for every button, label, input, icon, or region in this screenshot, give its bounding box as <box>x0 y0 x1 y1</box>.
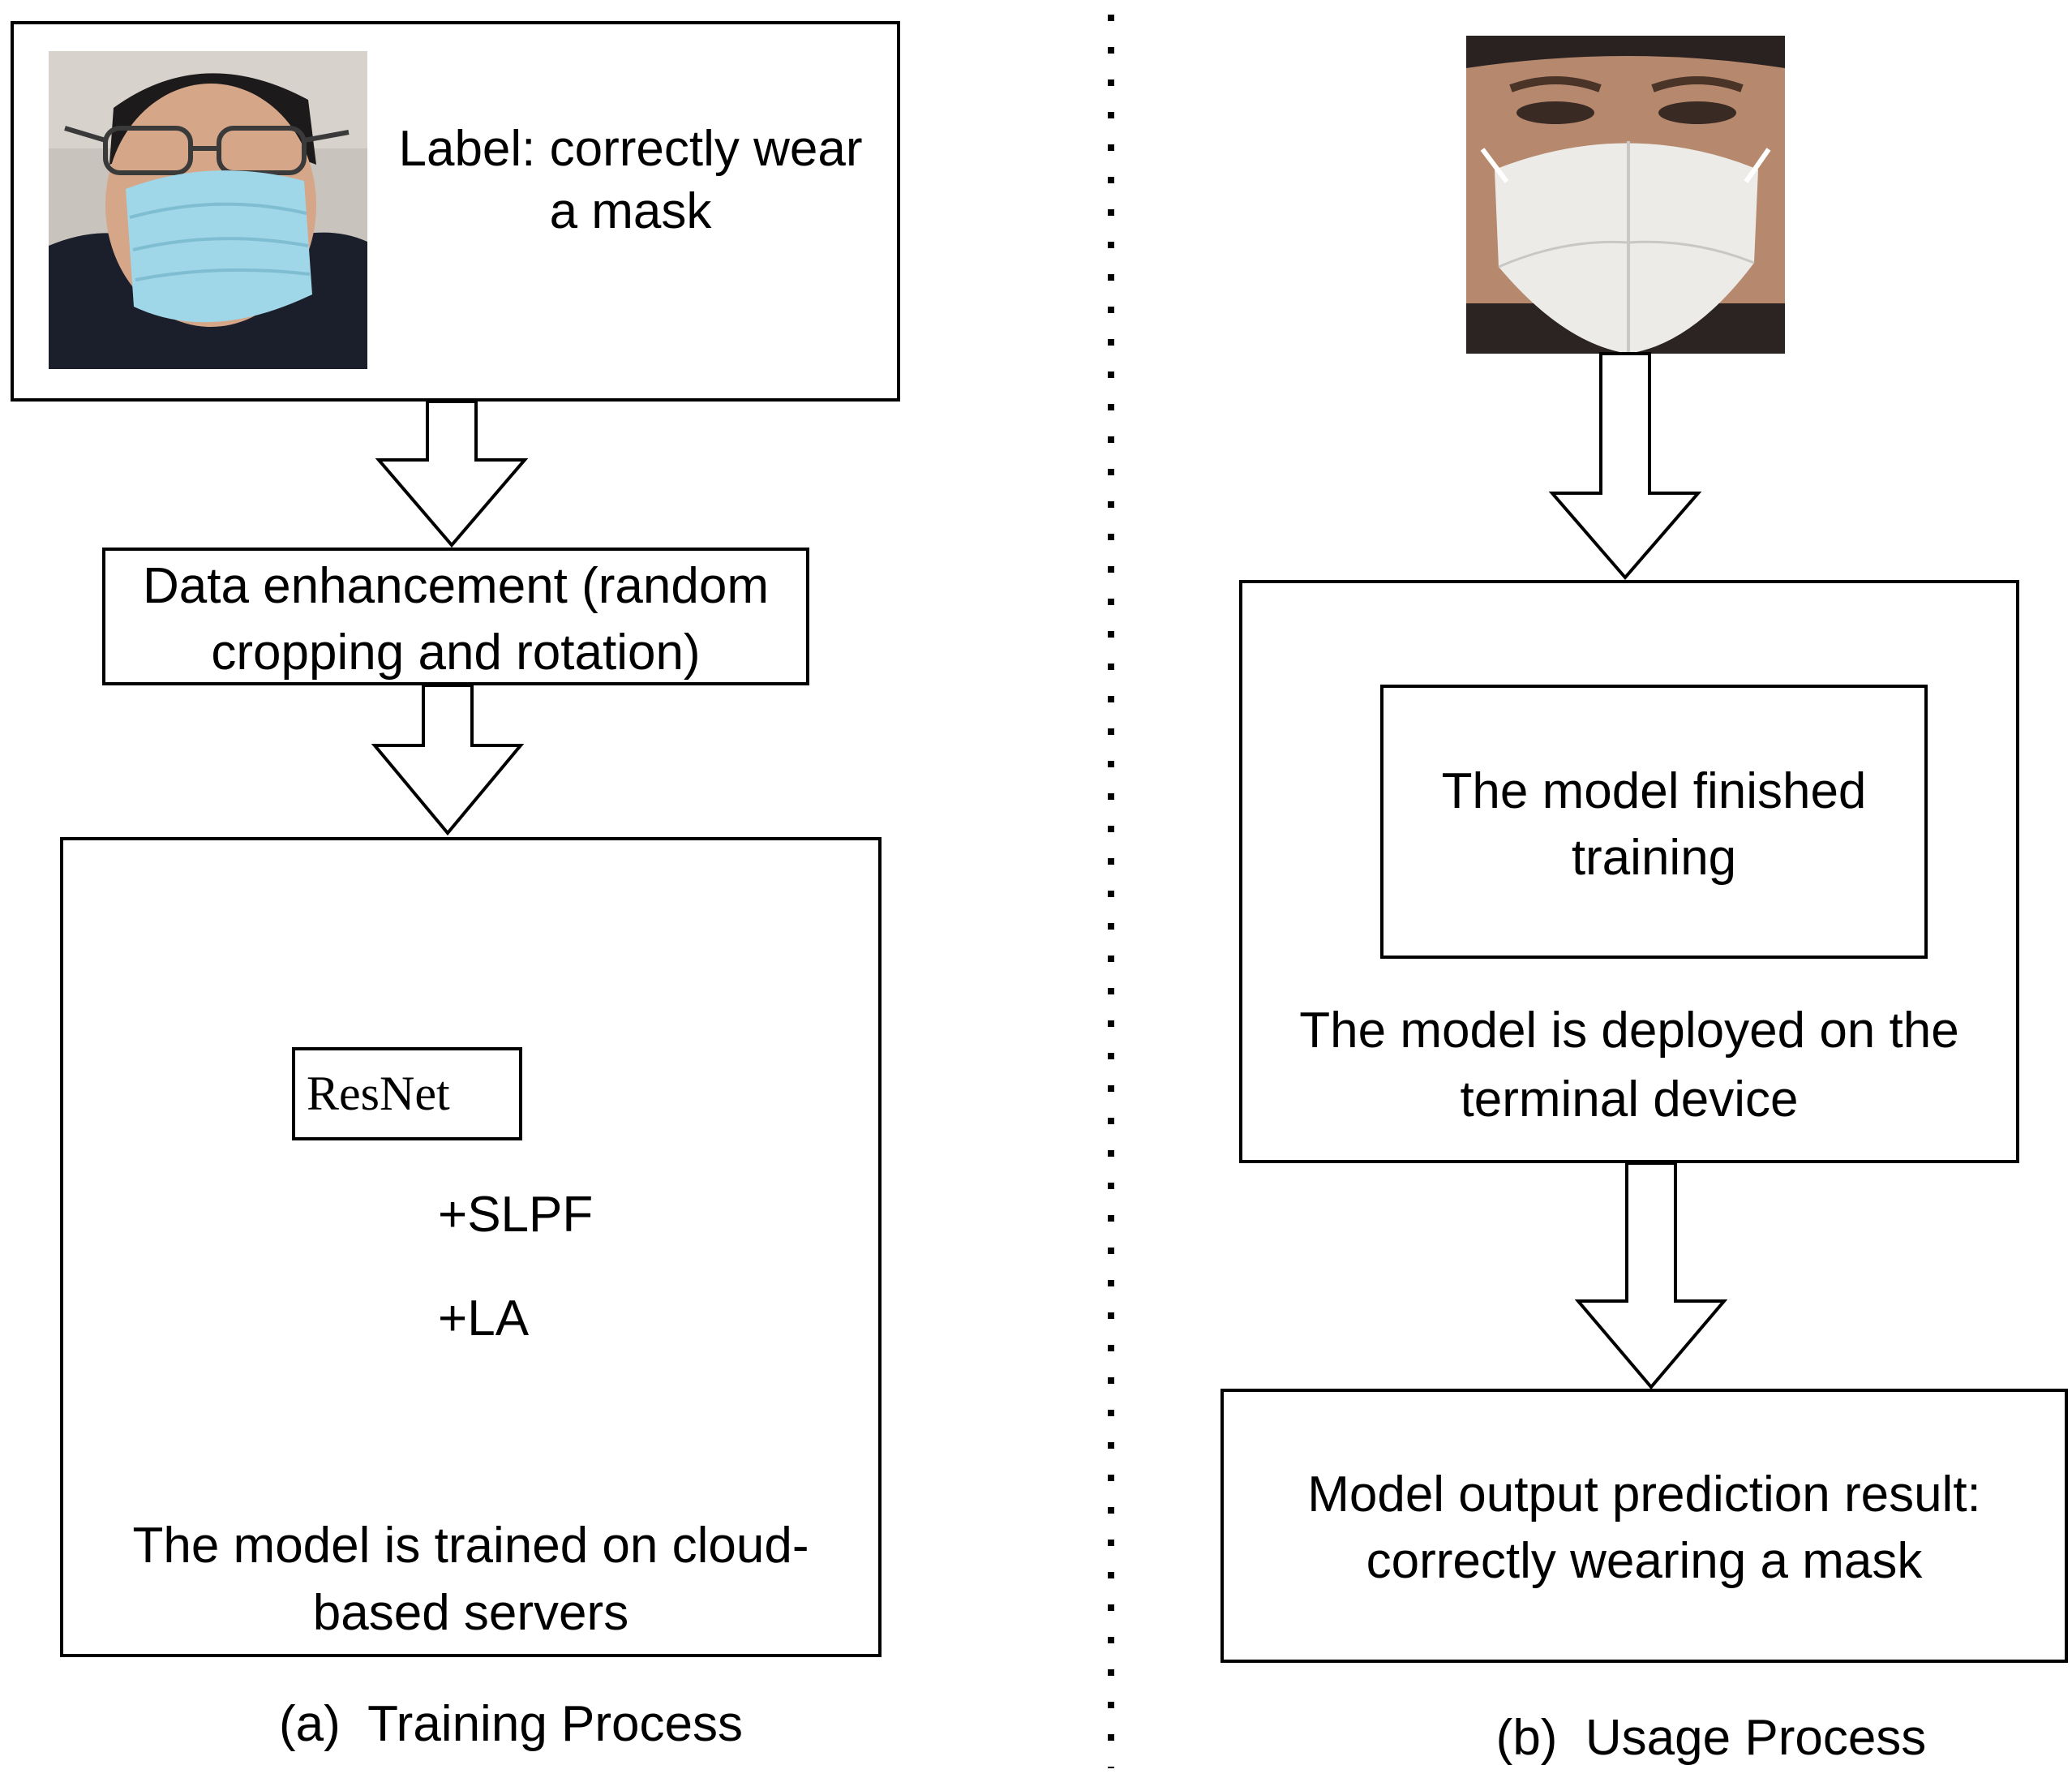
usage-caption: (b) Usage Process <box>1495 1710 1927 1766</box>
finished-model-box <box>1380 685 1928 959</box>
enhancement-text-line2: cropping and rotation) <box>211 625 701 681</box>
cloud-text-line2: based servers <box>312 1585 629 1641</box>
finished-text-line1: The model finished <box>1441 763 1867 819</box>
resnet-label: ResNet <box>307 1067 450 1120</box>
input-photo-kn95-mask <box>1466 36 1785 354</box>
down-arrow-1 <box>375 400 529 548</box>
output-text-line2: correctly wearing a mask <box>1366 1533 1923 1589</box>
down-arrow-3 <box>1548 352 1702 581</box>
prediction-output-box <box>1220 1389 2068 1663</box>
enhancement-text-line1: Data enhancement (random <box>142 558 769 614</box>
sample-photo-surgical-mask <box>49 51 367 369</box>
training-caption: (a) Training Process <box>279 1696 743 1752</box>
label-text-line2: a mask <box>549 183 712 239</box>
output-text-line1: Model output prediction result: <box>1307 1467 1981 1522</box>
cloud-text-line1: The model is trained on cloud- <box>132 1518 809 1574</box>
down-arrow-2 <box>371 684 525 836</box>
deployed-text-line2: terminal device <box>1460 1072 1799 1127</box>
label-text-line1: Label: correctly wear <box>398 121 863 177</box>
down-arrow-4 <box>1574 1162 1728 1390</box>
la-label: +LA <box>438 1291 530 1346</box>
finished-text-line2: training <box>1571 830 1737 886</box>
training-model-box <box>60 837 882 1657</box>
deployed-text-line1: The model is deployed on the <box>1299 1003 1959 1059</box>
resnet-box <box>292 1047 522 1140</box>
slpf-label: +SLPF <box>438 1187 594 1243</box>
dotted-divider <box>1108 15 1114 1768</box>
